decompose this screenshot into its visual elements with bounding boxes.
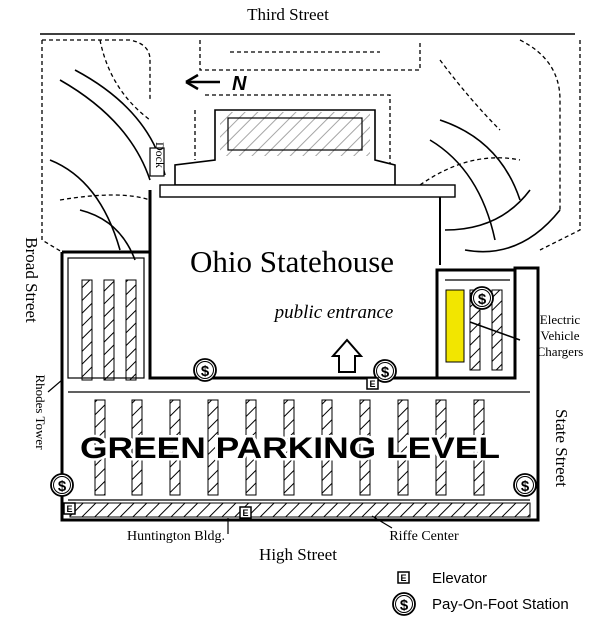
svg-text:E: E bbox=[66, 504, 72, 514]
statehouse-top-building bbox=[149, 109, 456, 198]
building-label: Ohio Statehouse bbox=[190, 244, 394, 279]
ev-pointer bbox=[469, 321, 521, 341]
svg-text:N: N bbox=[232, 73, 247, 95]
svg-text:State Street: State Street bbox=[552, 409, 571, 487]
riffe-label: Riffe Center bbox=[389, 529, 459, 544]
svg-text:Elevator: Elevator bbox=[432, 570, 487, 587]
pay-station-north-west: $ bbox=[193, 358, 217, 382]
legend-pay-station: $ Pay-On-Foot Station bbox=[392, 592, 569, 616]
svg-text:Vehicle: Vehicle bbox=[541, 328, 580, 343]
elevator-west: E bbox=[63, 502, 76, 515]
svg-text:$: $ bbox=[381, 364, 390, 381]
svg-text:$: $ bbox=[521, 478, 530, 495]
elevator-north: E bbox=[366, 377, 379, 390]
svg-text:$: $ bbox=[58, 478, 67, 495]
svg-text:$: $ bbox=[478, 291, 487, 308]
parking-stalls-south bbox=[69, 399, 531, 518]
legend-elevator: E Elevator bbox=[397, 570, 487, 587]
compass-arrow bbox=[185, 73, 220, 91]
svg-text:$: $ bbox=[201, 363, 210, 380]
entrance-arrow bbox=[330, 338, 364, 373]
entrance-label: public entrance bbox=[273, 302, 394, 323]
svg-text:E: E bbox=[242, 508, 248, 518]
svg-text:High Street: High Street bbox=[259, 545, 337, 564]
huntington-label: Huntington Bldg. bbox=[127, 529, 225, 544]
svg-text:Dock: Dock bbox=[153, 142, 167, 168]
dock-label: Dock bbox=[153, 142, 167, 168]
svg-text:E: E bbox=[400, 573, 406, 583]
pay-station-east: $ bbox=[470, 286, 494, 310]
street-label-north: Third Street bbox=[247, 5, 329, 24]
svg-text:public entrance: public entrance bbox=[273, 302, 394, 323]
pay-station-north-center: $ bbox=[373, 359, 397, 383]
svg-text:Chargers: Chargers bbox=[537, 344, 584, 359]
svg-text:$: $ bbox=[400, 597, 409, 614]
ev-label: Electric Vehicle Chargers bbox=[537, 312, 584, 359]
elevator-south: E bbox=[239, 506, 252, 519]
street-label-south: High Street bbox=[259, 545, 337, 564]
svg-text:Broad Street: Broad Street bbox=[22, 237, 41, 323]
pay-station-south-east: $ bbox=[513, 473, 537, 497]
level-title: GREEN PARKING LEVEL bbox=[78, 430, 503, 468]
svg-text:Third Street: Third Street bbox=[247, 5, 329, 24]
svg-text:Rhodes Tower: Rhodes Tower bbox=[33, 374, 48, 450]
legend: E Elevator $ Pay-On-Foot Station bbox=[392, 570, 569, 616]
grounds-outline bbox=[41, 39, 581, 253]
street-label-west: Broad Street bbox=[22, 237, 41, 323]
svg-text:Pay-On-Foot Station: Pay-On-Foot Station bbox=[432, 596, 569, 613]
svg-text:Huntington Bldg.: Huntington Bldg. bbox=[127, 529, 225, 544]
svg-text:Electric: Electric bbox=[540, 312, 581, 327]
compass-label: N bbox=[232, 73, 247, 95]
svg-text:Ohio Statehouse: Ohio Statehouse bbox=[190, 244, 394, 279]
svg-text:Riffe Center: Riffe Center bbox=[389, 529, 459, 544]
ev-charger-stalls bbox=[445, 289, 465, 363]
parking-stalls-west bbox=[81, 279, 137, 381]
pay-station-west: $ bbox=[50, 473, 74, 497]
rhodes-tower-label: Rhodes Tower bbox=[33, 374, 48, 450]
svg-text:GREEN PARKING LEVEL: GREEN PARKING LEVEL bbox=[80, 432, 500, 465]
svg-text:E: E bbox=[369, 379, 375, 389]
building-pointers bbox=[47, 379, 393, 534]
street-label-east: State Street bbox=[552, 409, 571, 487]
